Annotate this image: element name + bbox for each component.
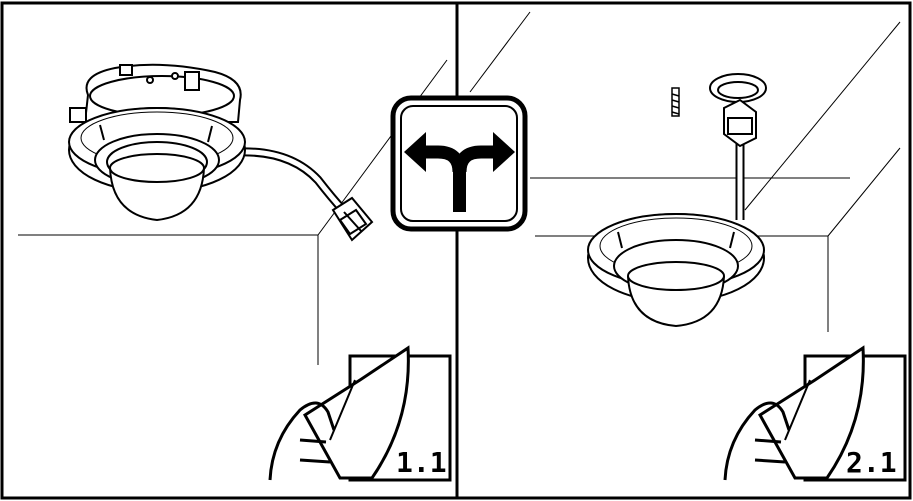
step-label-1: 1.1 <box>396 446 447 479</box>
mounting-bracket <box>69 63 242 123</box>
ceiling-hole <box>709 73 767 103</box>
network-connector-icon <box>723 98 757 148</box>
manual-page-icon <box>268 345 452 482</box>
dome-camera <box>68 107 246 222</box>
panel-1: 1.1 <box>18 59 452 482</box>
manual-page-icon <box>723 345 907 482</box>
panel-2: 2.1 <box>469 11 907 482</box>
screw-icon <box>671 87 680 117</box>
step-label-2: 2.1 <box>846 446 897 479</box>
dome-camera <box>587 213 765 328</box>
network-connector-icon <box>331 196 374 242</box>
split-arrow-icon <box>390 95 528 232</box>
